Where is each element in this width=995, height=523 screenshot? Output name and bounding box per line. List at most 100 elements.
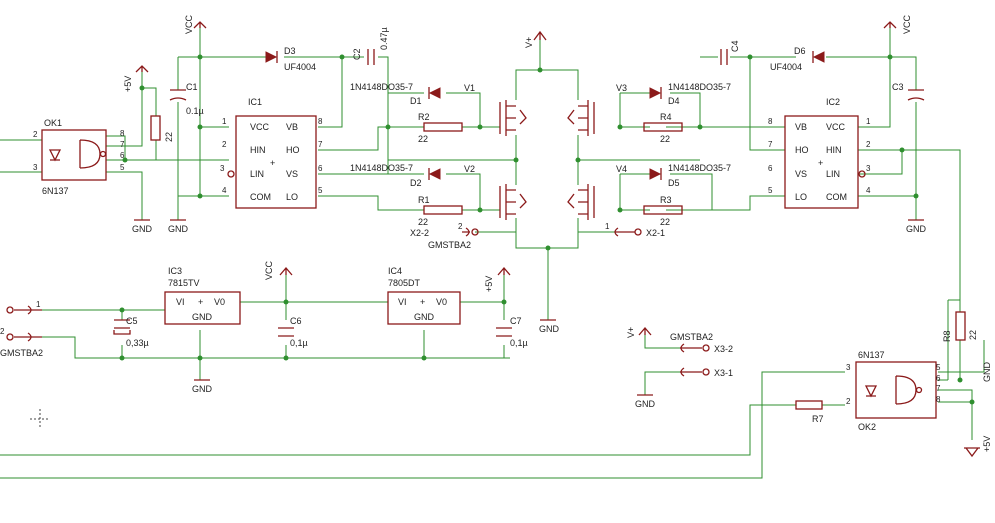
pin-number: 2 xyxy=(866,140,871,149)
regulator-ic4: IC4 7805DT VI + V0 GND xyxy=(387,266,461,325)
pin-number: 3 xyxy=(33,163,38,172)
ic2-label: IC2 xyxy=(826,97,840,107)
pin-number: 1 xyxy=(605,222,610,231)
pin-number: 2 xyxy=(0,327,5,336)
mosfet-bridge: V+ xyxy=(499,30,595,220)
c1-label: C1 xyxy=(186,82,198,92)
r3-value: 22 xyxy=(660,217,670,227)
x3-2-label: X3-2 xyxy=(714,344,733,354)
ic4-type: 7805DT xyxy=(388,278,421,288)
d6-value: UF4004 xyxy=(770,62,802,72)
d4-label: D4 xyxy=(668,96,680,106)
pin-name: VB xyxy=(795,122,807,132)
ok1-label: OK1 xyxy=(44,118,62,128)
v2-label: V2 xyxy=(464,164,475,174)
pin-number: 3 xyxy=(220,164,225,173)
c2-value: 0.47µ xyxy=(379,27,389,50)
pin-name: COM xyxy=(826,192,847,202)
vplus-label: V+ xyxy=(524,37,534,48)
supply-5v-left: +5V 22 xyxy=(123,65,174,142)
pin-number: 7 xyxy=(768,140,773,149)
vcc-label: VCC xyxy=(902,14,912,34)
gnd-label: GND xyxy=(132,224,153,234)
ic-plus: + xyxy=(198,297,203,307)
pin-name: HIN xyxy=(826,145,842,155)
pin-number: 4 xyxy=(866,186,871,195)
pin-name: GND xyxy=(414,312,435,322)
ic-plus: + xyxy=(420,297,425,307)
pin-name: V0 xyxy=(214,297,225,307)
d1-label: D1 xyxy=(410,96,422,106)
r3-label: R3 xyxy=(660,195,672,205)
d2-value: 1N4148DO35-7 xyxy=(350,163,413,173)
pin-number: 5 xyxy=(318,186,323,195)
regulator-ic3: IC3 7815TV VI + V0 GND xyxy=(164,266,241,325)
gnd-label: GND xyxy=(906,224,927,234)
pin-number: 2 xyxy=(33,130,38,139)
pin-number: 1 xyxy=(866,117,871,126)
c1-value: 0.1µ xyxy=(186,106,204,116)
x2-1-label: X2-1 xyxy=(646,228,665,238)
gnd-label: GND xyxy=(192,384,213,394)
c5-value: 0,33µ xyxy=(126,338,149,348)
junction-dots xyxy=(119,54,975,405)
connector-x3: V+ X3-2 X3-1 GMSTBA2 xyxy=(626,327,733,378)
d5-label: D5 xyxy=(668,178,680,188)
p5v-label: +5V xyxy=(982,436,992,452)
pin-name: VCC xyxy=(250,122,270,132)
gnd-label: GND xyxy=(168,224,189,234)
pin-name: COM xyxy=(250,192,271,202)
crosshair-cursor-icon xyxy=(30,409,50,429)
pin-number: 8 xyxy=(936,395,941,404)
v4-label: V4 xyxy=(616,164,627,174)
wires xyxy=(0,28,985,479)
pin-name: VI xyxy=(398,297,407,307)
pin-number: 8 xyxy=(120,129,125,138)
d3-value: UF4004 xyxy=(284,62,316,72)
c6-label: C6 xyxy=(290,316,302,326)
resistor-value: 22 xyxy=(164,132,174,142)
ic2-driver: IC2 + VB HO VS LO VCC HIN LIN COM 8 7 6 … xyxy=(768,97,871,209)
gnd-label: GND xyxy=(539,324,560,334)
pin-name: VI xyxy=(176,297,185,307)
ic1-driver: IC1 + VCC HIN LIN COM VB HO VS LO 1 2 3 … xyxy=(220,97,323,209)
r8-label: R8 xyxy=(942,330,952,342)
gnd-symbols: GND GND GND GND GND GND xyxy=(132,219,927,409)
r7-label: R7 xyxy=(812,414,824,424)
pin-number: 5 xyxy=(120,163,125,172)
c5-label: C5 xyxy=(126,316,138,326)
connector-x2: X2-2 GMSTBA2 2 X2-1 1 xyxy=(410,222,665,250)
ok2-type: 6N137 xyxy=(858,350,885,360)
d4-value: 1N4148DO35-7 xyxy=(668,82,731,92)
gate-network-left: 1N4148DO35-7 D1 V1 R2 22 1N4148DO35-7 D2… xyxy=(350,82,475,227)
vcc-label: VCC xyxy=(184,14,194,34)
diode-d3: D3 UF4004 xyxy=(265,46,316,72)
pin-number: 8 xyxy=(768,117,773,126)
c6-value: 0,1µ xyxy=(290,338,308,348)
pin-name: HO xyxy=(795,145,809,155)
pin-number: 8 xyxy=(318,117,323,126)
vcc-left: VCC xyxy=(184,14,207,34)
x2-connector-type: GMSTBA2 xyxy=(428,240,471,250)
resistor-r8: R8 22 GND +5V xyxy=(942,311,992,458)
pin-number: 5 xyxy=(768,186,773,195)
pin-number: 1 xyxy=(36,300,41,309)
r2-value: 22 xyxy=(418,134,428,144)
pin-name: V0 xyxy=(436,297,447,307)
c3-label: C3 xyxy=(892,82,904,92)
capacitor-c7: C7 0,1µ +5V xyxy=(484,267,528,348)
pin-number: 5 xyxy=(936,363,941,372)
pin-number: 4 xyxy=(222,186,227,195)
pin-name: HIN xyxy=(250,145,266,155)
pin-name: VCC xyxy=(826,122,846,132)
d5-value: 1N4148DO35-7 xyxy=(668,163,731,173)
input-connector-left: 1 2 GMSTBA2 xyxy=(0,300,43,358)
r1-label: R1 xyxy=(418,195,430,205)
capacitor-c6: C6 0,1µ VCC xyxy=(264,260,308,348)
x3-1-label: X3-1 xyxy=(714,368,733,378)
gnd-label: GND xyxy=(635,399,656,409)
gate-network-right: 1N4148DO35-7 D4 V3 R4 22 1N4148DO35-7 D5… xyxy=(616,82,731,227)
p5v-label: +5V xyxy=(123,76,133,92)
c2-label: C2 xyxy=(352,48,362,60)
r8-value: 22 xyxy=(968,330,978,340)
